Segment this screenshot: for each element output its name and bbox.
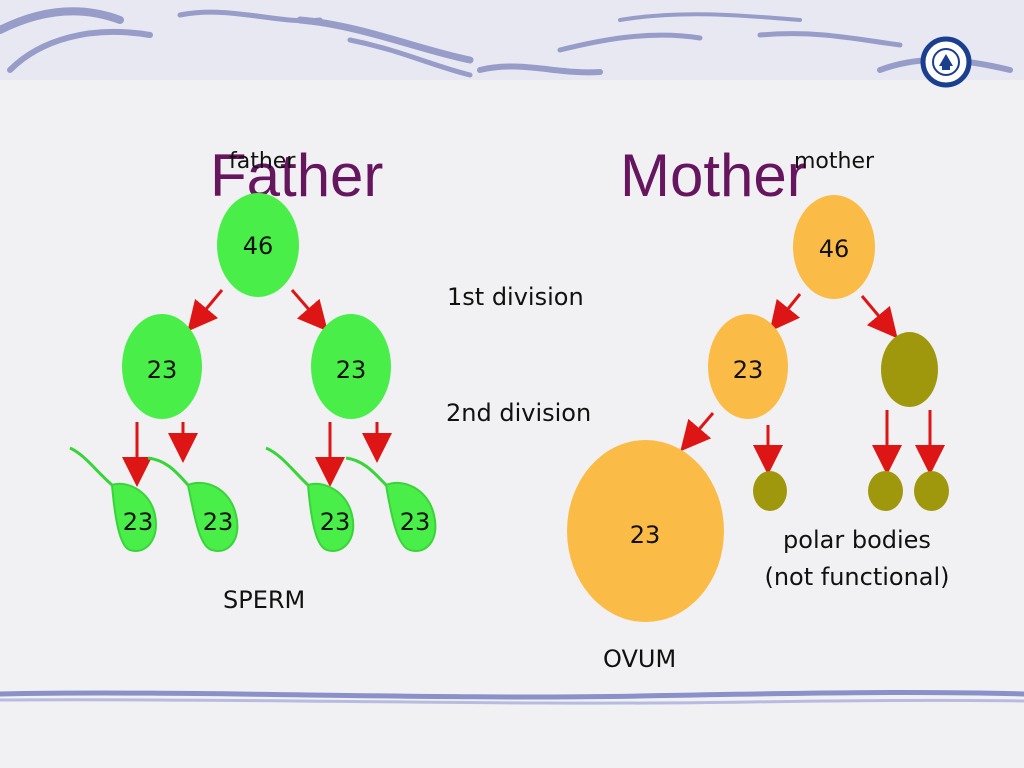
polar-body-2: [868, 471, 903, 511]
first-polar-body: [881, 332, 938, 407]
father-division-cell-1: [122, 314, 202, 419]
ovum-cell: [567, 440, 724, 622]
first-division-label: 1st division: [447, 283, 584, 311]
sperm-count-1: 23: [122, 508, 154, 536]
sperm-cell-1: [69, 446, 157, 552]
father-title: Father: [210, 142, 384, 209]
arrow-ovum: [680, 412, 715, 452]
polar-bodies-note: (not functional): [764, 563, 950, 591]
sperm-label: SPERM: [223, 586, 306, 614]
sperm-cell-4: [345, 456, 437, 552]
mother-title: Mother: [620, 142, 807, 209]
father-division-count-1: 23: [146, 356, 178, 384]
father-division-count-2: 23: [335, 356, 367, 384]
polar-body-1: [753, 471, 787, 511]
polar-bodies-label: polar bodies: [783, 526, 931, 554]
father-parent-cell: [217, 193, 299, 297]
sperm-cell-3: [265, 446, 355, 552]
polar-body-3: [914, 471, 949, 511]
mother-small-label: mother: [794, 149, 875, 174]
sperm-cell-2: [147, 456, 239, 552]
sperm-count-3: 23: [319, 508, 351, 536]
sperm-count-2: 23: [202, 508, 234, 536]
sperm-count-4: 23: [399, 508, 431, 536]
ovum-count: 23: [629, 521, 661, 549]
father-division-cell-2: [311, 314, 391, 419]
institution-logo: [920, 36, 972, 88]
mother-parent-cell: [793, 195, 875, 299]
ovum-label: OVUM: [603, 645, 677, 673]
arrow-mother-right: [860, 295, 898, 339]
mother-division-count: 23: [732, 356, 764, 384]
father-small-label: father: [229, 149, 296, 174]
arrow-father-right: [290, 289, 328, 332]
mother-division-cell: [708, 314, 788, 419]
footer-line-decoration: [0, 690, 1024, 705]
father-parent-count: 46: [242, 232, 274, 260]
second-division-label: 2nd division: [446, 399, 592, 427]
arrow-father-left: [187, 289, 224, 332]
mother-parent-count: 46: [818, 235, 850, 263]
arrow-mother-left: [769, 293, 802, 332]
